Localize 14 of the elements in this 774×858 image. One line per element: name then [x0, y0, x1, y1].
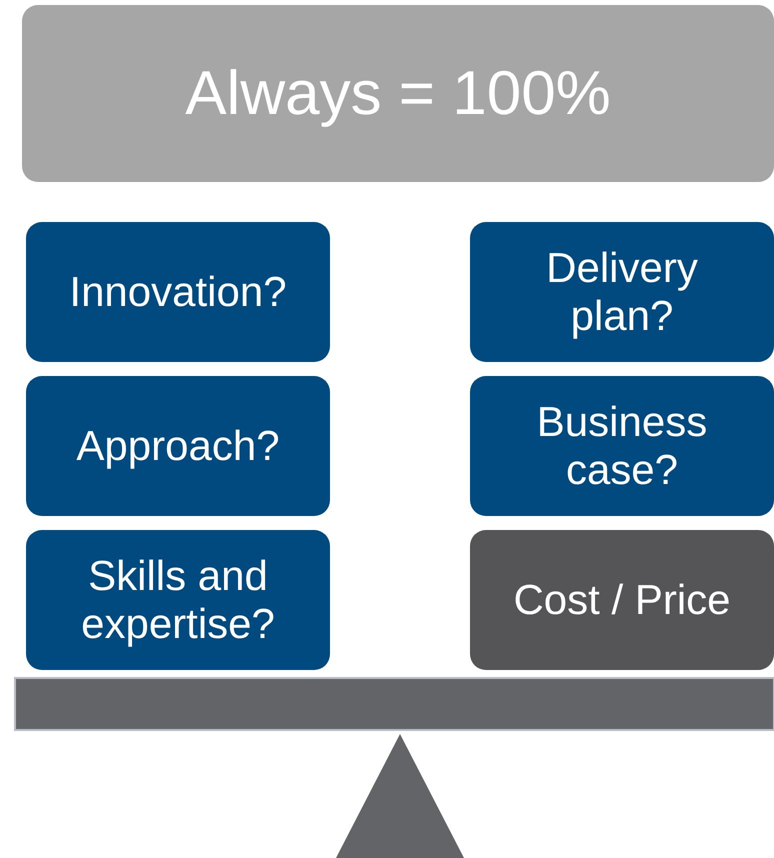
- criterion-box: [26, 376, 330, 516]
- criterion-text: Innovation?: [69, 268, 287, 316]
- criterion-text: Approach?: [76, 422, 280, 470]
- heading-box: [22, 5, 774, 182]
- criterion-box: [470, 376, 774, 516]
- criterion-box: [26, 530, 330, 670]
- heading-text: Always = 100%: [185, 58, 611, 130]
- criterion-text: Skills and expertise?: [80, 552, 276, 648]
- criterion-box: [470, 222, 774, 362]
- criterion-text: Cost / Price: [513, 576, 731, 624]
- cost-box: [470, 530, 774, 670]
- criterion-box: [26, 222, 330, 362]
- criterion-text: Business case?: [536, 398, 708, 494]
- criterion-text: Delivery plan?: [545, 244, 699, 340]
